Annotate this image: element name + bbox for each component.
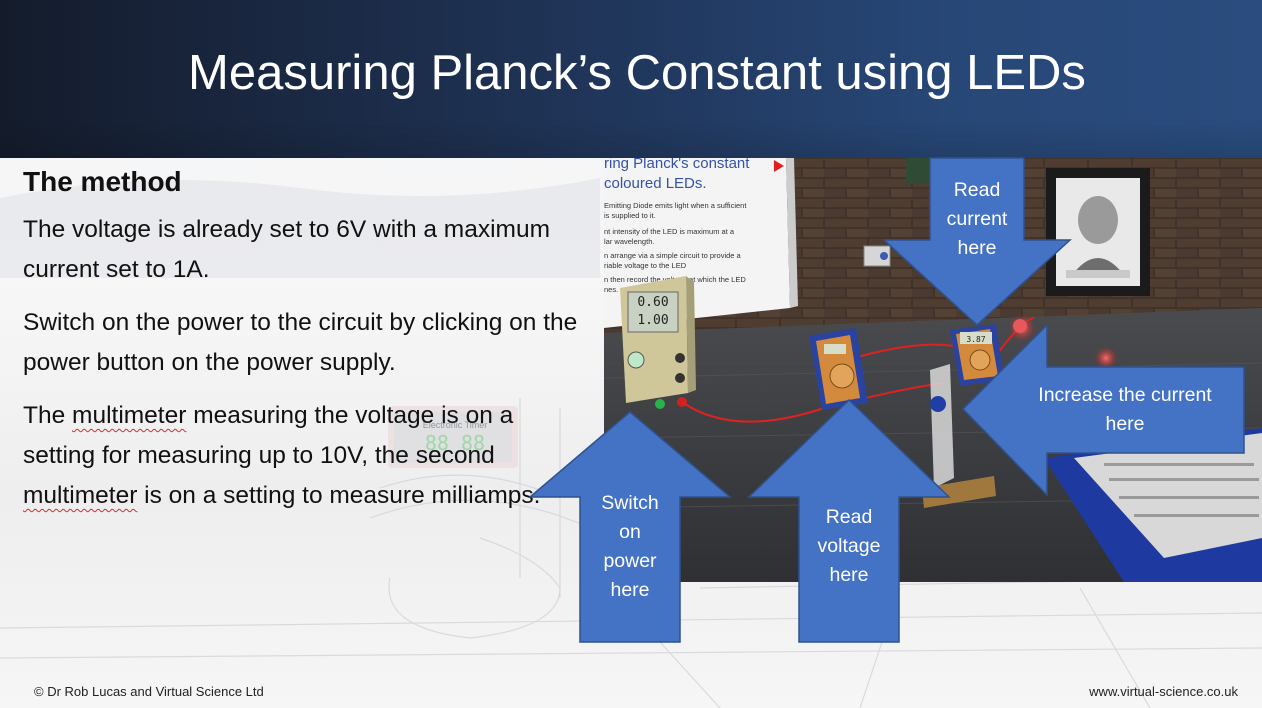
- callout-line: Increase the current: [1038, 384, 1212, 406]
- psu-current-display: 1.00: [637, 313, 668, 328]
- whiteboard-line: Emitting Diode emits light when a suffic…: [604, 201, 747, 210]
- whiteboard-heading: ring Planck's constant: [604, 158, 750, 172]
- read-voltage-arrow: [747, 398, 951, 643]
- whiteboard-line: nt intensity of the LED is maximum at a: [604, 227, 735, 236]
- multimeter-reading: 3.87: [966, 335, 985, 344]
- increase-current-arrow: [961, 323, 1245, 497]
- spellcheck-word: multimeter: [72, 402, 187, 429]
- whiteboard-line: nes.: [604, 285, 618, 294]
- read-current-arrow: [882, 157, 1072, 327]
- paragraph-voltage-setting: The voltage is already set to 6V with a …: [23, 216, 550, 283]
- switch-on-arrow: [527, 411, 733, 643]
- paragraph-text: is on a setting to measure milliamps.: [137, 482, 541, 509]
- callout-line: current: [946, 208, 1008, 230]
- psu-voltage-display: 0.60: [637, 295, 668, 310]
- whiteboard-subheading: coloured LEDs.: [604, 175, 707, 192]
- callout-line: here: [610, 579, 650, 601]
- paragraph-multimeters: The multimeter measuring the voltage is …: [23, 396, 588, 516]
- copyright-footer: © Dr Rob Lucas and Virtual Science Ltd: [34, 684, 264, 699]
- paragraph-text: measuring the voltage is on a setting fo…: [23, 402, 514, 469]
- callout-line: Read: [953, 179, 1001, 201]
- method-heading: The method: [23, 166, 182, 197]
- whiteboard-line: is supplied to it.: [604, 211, 656, 220]
- read-voltage-callout: Read voltage here: [799, 503, 899, 590]
- increase-current-callout: Increase the current here: [1010, 381, 1240, 439]
- website-footer: www.virtual-science.co.uk: [1089, 684, 1238, 699]
- callout-line: Switch: [601, 492, 659, 514]
- callout-line: here: [1105, 413, 1145, 435]
- whiteboard-line: lar wavelength.: [604, 237, 654, 246]
- whiteboard-line: n arrange via a simple circuit to provid…: [604, 251, 742, 260]
- slide-title: Measuring Planck’s Constant using LEDs: [188, 46, 1086, 100]
- callout-line: voltage: [817, 535, 881, 557]
- paragraph-switch-on: Switch on the power to the circuit by cl…: [23, 309, 578, 376]
- whiteboard-line: riable voltage to the LED: [604, 261, 687, 270]
- switch-on-callout: Switch on power here: [580, 489, 680, 605]
- callout-line: power: [603, 550, 657, 572]
- callout-line: here: [829, 564, 869, 586]
- callout-line: on: [619, 521, 641, 543]
- paragraph-text: The: [23, 402, 73, 429]
- spellcheck-word: multimeter: [23, 482, 138, 509]
- method-text: The method The voltage is already set to…: [23, 164, 588, 529]
- callout-line: Read: [825, 506, 873, 528]
- header-band: Measuring Planck’s Constant using LEDs: [0, 0, 1262, 158]
- callout-line: here: [957, 237, 997, 259]
- read-current-callout: Read current here: [930, 176, 1024, 263]
